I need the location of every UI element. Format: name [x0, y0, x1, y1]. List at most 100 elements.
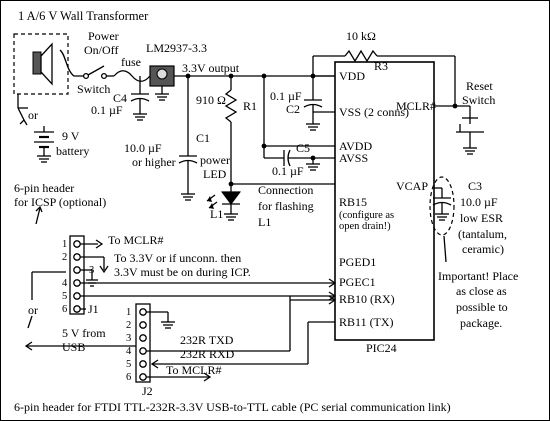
fuse-symbol — [113, 70, 151, 82]
j1-pin-6: 6 — [62, 304, 67, 315]
rb10-label: RB10 (RX) — [339, 292, 395, 306]
fuse-label: fuse — [121, 55, 141, 69]
output-label: 3.3V output — [182, 61, 240, 75]
vdd-label: VDD — [339, 69, 365, 83]
to-3v3-label-1: To 3.3V or if unconn. then — [114, 251, 241, 265]
j2-pin-1: 1 — [126, 307, 131, 318]
transformer-plug — [32, 51, 42, 75]
usb-label-1: 5 V from — [62, 326, 106, 340]
c4-name-label: C4 — [113, 91, 127, 105]
j2-header — [135, 303, 151, 383]
c1-value-label-2: or higher — [132, 155, 176, 169]
connection-label-3: L1 — [258, 215, 271, 229]
c1-value-label-1: 10.0 µF — [124, 141, 162, 155]
connection-label-1: Connection — [258, 183, 313, 197]
r1-name-label: R1 — [243, 99, 257, 113]
rb15-note-2: open drain!) — [339, 221, 391, 232]
or-label-1: or — [28, 108, 38, 122]
c5-name-label: C5 — [296, 141, 310, 155]
c3-name-label: C3 — [468, 179, 482, 193]
power-switch-contact-right — [100, 72, 108, 80]
power-switch-lever — [87, 65, 105, 76]
rb15-note-1: (configure as — [339, 210, 394, 221]
mclr-label: MCLR# — [396, 99, 436, 113]
r1-resistor — [224, 89, 238, 123]
power-led-label-2: LED — [203, 167, 227, 181]
c1-name-label: C1 — [196, 131, 210, 145]
power-switch-label-2: On/Off — [84, 43, 118, 57]
to-3v3-label-2: 3.3V must be on during ICP. — [114, 265, 251, 279]
vcap-label: VCAP — [396, 179, 428, 193]
regulator-tab-hole — [156, 68, 168, 80]
reset-switch-label-1: Reset — [466, 79, 493, 93]
rb15-label: RB15 — [339, 195, 367, 209]
c2-value-label: 0.1 µF — [270, 89, 302, 103]
r3-name-label: R3 — [374, 59, 388, 73]
j2-pin-3: 3 — [126, 333, 131, 344]
power-switch-label-1: Power — [88, 29, 119, 43]
j2-label: J2 — [142, 384, 153, 398]
rb11-label: RB11 (TX) — [339, 315, 394, 329]
j1-pin-5: 5 — [62, 291, 67, 302]
usb-label-2: USB — [62, 340, 85, 354]
important-label-4: package. — [460, 316, 502, 330]
pic24-chip — [334, 61, 435, 341]
vss-label: VSS (2 conns) — [339, 105, 409, 119]
r1-value-label: 910 Ω — [196, 93, 226, 107]
j1-header — [69, 235, 85, 315]
l1-name-label: L1 — [210, 207, 223, 221]
avdd-label: AVDD — [339, 139, 372, 153]
reset-switch-label-2: Switch — [462, 93, 495, 107]
j1-pin-4: 4 — [62, 278, 68, 289]
avss-label: AVSS — [339, 151, 368, 165]
c3-value-label-2: low ESR — [460, 211, 503, 225]
or-label-2: or — [28, 303, 38, 317]
icsp-arrow — [35, 207, 41, 225]
battery-label-1: 9 V — [62, 129, 80, 143]
important-label-2: as close as — [456, 284, 507, 298]
c3-value-label-1: 10.0 µF — [460, 195, 498, 209]
c5-value-label: 0.1 µF — [272, 164, 304, 178]
c3-value-label-4: ceramic) — [462, 242, 504, 256]
power-switch-label-3: Switch — [77, 82, 110, 96]
c3-highlight-ellipse — [429, 176, 455, 236]
wall-transformer-label: 1 A/6 V Wall Transformer — [18, 9, 149, 23]
j2-pin-5: 5 — [126, 359, 131, 370]
important-label-3: possible to — [456, 300, 508, 314]
txd-label: 232R TXD — [180, 333, 234, 347]
power-switch-contact-left — [82, 72, 90, 80]
j1-label: J1 — [88, 302, 99, 316]
icsp-header-label-2: for ICSP (optional) — [14, 195, 106, 209]
rxd-label: 232R RXD — [180, 347, 235, 361]
c2-name-label: C2 — [286, 102, 300, 116]
c3-value-label-3: (tantalum, — [458, 227, 507, 241]
j1-pin-1: 1 — [62, 239, 67, 250]
pged1-label: PGED1 — [339, 255, 376, 269]
important-label-1: Important! Place — [438, 269, 518, 283]
transformer-prongs — [40, 42, 53, 86]
battery-label-2: battery — [56, 144, 89, 158]
transformer-cord — [59, 49, 84, 77]
j1-pin-3: 3 — [89, 265, 94, 276]
wall-transformer-box — [13, 33, 69, 95]
icsp-header-label-1: 6-pin header — [14, 181, 74, 195]
r3-value-label: 10 kΩ — [346, 29, 376, 43]
r3-resistor — [344, 49, 378, 63]
j2-pin-6: 6 — [126, 372, 131, 383]
j2-pin-2: 2 — [126, 320, 131, 331]
l1-led-symbol — [221, 191, 241, 205]
regulator-label: LM2937-3.3 — [146, 41, 207, 55]
c4-plate-bottom — [130, 97, 150, 102]
to-mclr-label-2: To MCLR# — [166, 363, 222, 377]
c4-value-label: 0.1 µF — [91, 103, 123, 117]
j1-pin-2: 2 — [62, 252, 67, 263]
connection-label-2: for flashing — [258, 199, 314, 213]
pgec1-label: PGEC1 — [339, 275, 376, 289]
pic24-label: PIC24 — [366, 341, 397, 355]
to-mclr-label-1: To MCLR# — [108, 233, 164, 247]
j2-pin-4: 4 — [126, 346, 132, 357]
transformer-ground-arrow — [17, 107, 25, 121]
power-led-label-1: power — [200, 153, 230, 167]
